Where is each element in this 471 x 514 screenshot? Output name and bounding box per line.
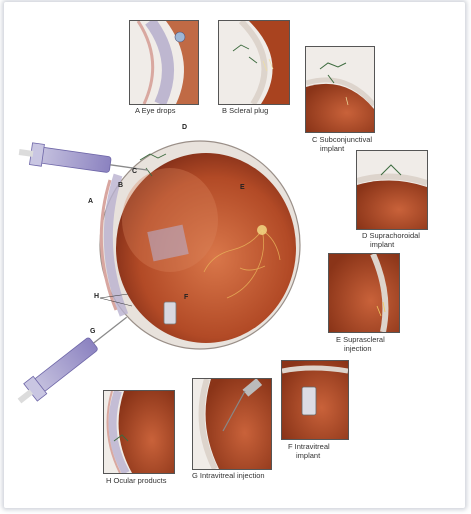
caption-d: D Suprachoroidalimplant bbox=[362, 231, 420, 249]
caption-b: B Scleral plug bbox=[222, 106, 268, 115]
label-h: H bbox=[94, 293, 99, 300]
optic-disc bbox=[257, 225, 267, 235]
caption-h: H Ocular products bbox=[106, 476, 166, 485]
label-e: E bbox=[240, 184, 245, 191]
inset-eye-drops bbox=[129, 20, 199, 105]
caption-a: A Eye drops bbox=[135, 106, 175, 115]
inset-scleral-plug bbox=[218, 20, 290, 105]
label-d: D bbox=[182, 124, 187, 131]
label-f: F bbox=[184, 294, 188, 301]
label-a: A bbox=[88, 198, 93, 205]
intravitreal-implant bbox=[164, 302, 176, 324]
inset-intravitreal-injection bbox=[192, 378, 272, 470]
caption-f: F Intravitrealimplant bbox=[288, 442, 330, 460]
caption-e: E Suprascleralinjection bbox=[336, 335, 385, 353]
inset-suprascleral-injection bbox=[328, 253, 400, 333]
label-g: G bbox=[90, 328, 95, 335]
label-c: C bbox=[132, 168, 137, 175]
caption-g: G Intravitreal injection bbox=[192, 471, 265, 480]
inset-subconjunctival-implant bbox=[305, 46, 375, 133]
label-b: B bbox=[118, 182, 123, 189]
inset-suprachoroidal-implant bbox=[356, 150, 428, 230]
inset-intravitreal-implant bbox=[281, 360, 349, 440]
inset-ocular-products bbox=[103, 390, 175, 474]
